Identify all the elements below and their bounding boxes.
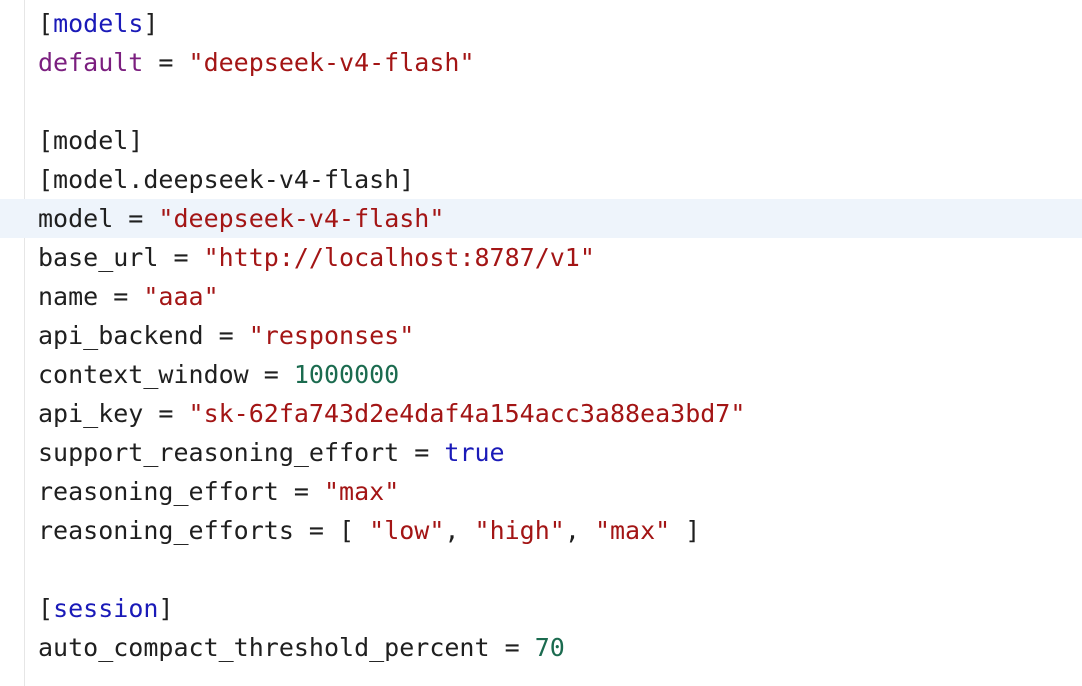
code-line[interactable]: api_backend = "responses": [0, 316, 1082, 355]
code-line[interactable]: ​: [0, 82, 1082, 121]
code-line[interactable]: base_url = "http://localhost:8787/v1": [0, 238, 1082, 277]
token-section: session: [53, 594, 159, 623]
code-line[interactable]: reasoning_effort = "max": [0, 472, 1082, 511]
token-plain: ,: [444, 516, 475, 545]
token-plain: reasoning_effort =: [38, 477, 324, 506]
token-string: "sk-62fa743d2e4daf4a154acc3a88ea3bd7": [188, 399, 746, 428]
token-plain: [model.deepseek-v4-flash]: [38, 165, 415, 194]
token-plain: reasoning_efforts = [: [38, 516, 370, 545]
code-line[interactable]: name = "aaa": [0, 277, 1082, 316]
code-content[interactable]: [models]default = "deepseek-v4-flash"​[m…: [0, 4, 1082, 667]
token-plain: ]: [670, 516, 701, 545]
token-key-accent: default: [38, 48, 144, 77]
token-number: 70: [534, 633, 565, 662]
token-plain: auto_compact_threshold_percent =: [38, 633, 535, 662]
token-plain: [: [38, 9, 54, 38]
token-plain: ]: [143, 9, 159, 38]
code-line[interactable]: context_window = 1000000: [0, 355, 1082, 394]
token-string: "aaa": [143, 282, 219, 311]
code-line[interactable]: auto_compact_threshold_percent = 70: [0, 628, 1082, 667]
code-line[interactable]: [models]: [0, 4, 1082, 43]
code-line[interactable]: ​: [0, 550, 1082, 589]
token-string: "max": [594, 516, 671, 545]
code-line[interactable]: [model.deepseek-v4-flash]: [0, 160, 1082, 199]
token-plain: ]: [158, 594, 174, 623]
token-string: "deepseek-v4-flash": [158, 204, 445, 233]
token-plain: =: [143, 48, 189, 77]
token-bool: true: [444, 438, 505, 467]
token-plain: name =: [38, 282, 144, 311]
token-string: "deepseek-v4-flash": [188, 48, 475, 77]
code-line[interactable]: [model]: [0, 121, 1082, 160]
token-string: "http://localhost:8787/v1": [203, 243, 595, 272]
token-string: "low": [369, 516, 445, 545]
token-plain: [: [38, 594, 54, 623]
code-line[interactable]: support_reasoning_effort = true: [0, 433, 1082, 472]
code-line[interactable]: default = "deepseek-v4-flash": [0, 43, 1082, 82]
token-plain: base_url =: [38, 243, 204, 272]
code-line[interactable]: [session]: [0, 589, 1082, 628]
token-plain: ,: [564, 516, 595, 545]
token-plain: support_reasoning_effort =: [38, 438, 445, 467]
token-string: "max": [323, 477, 400, 506]
token-plain: api_backend =: [38, 321, 249, 350]
token-plain: api_key =: [38, 399, 189, 428]
token-plain: context_window =: [38, 360, 294, 389]
gutter-divider: [24, 0, 25, 686]
code-line[interactable]: api_key = "sk-62fa743d2e4daf4a154acc3a88…: [0, 394, 1082, 433]
current-code-line[interactable]: model = "deepseek-v4-flash": [0, 199, 1082, 238]
token-string: "high": [474, 516, 565, 545]
token-plain: [model]: [38, 126, 144, 155]
code-line[interactable]: reasoning_efforts = [ "low", "high", "ma…: [0, 511, 1082, 550]
token-section: models: [53, 9, 144, 38]
token-string: "responses": [248, 321, 415, 350]
token-number: 1000000: [293, 360, 400, 389]
token-plain: model =: [38, 204, 159, 233]
